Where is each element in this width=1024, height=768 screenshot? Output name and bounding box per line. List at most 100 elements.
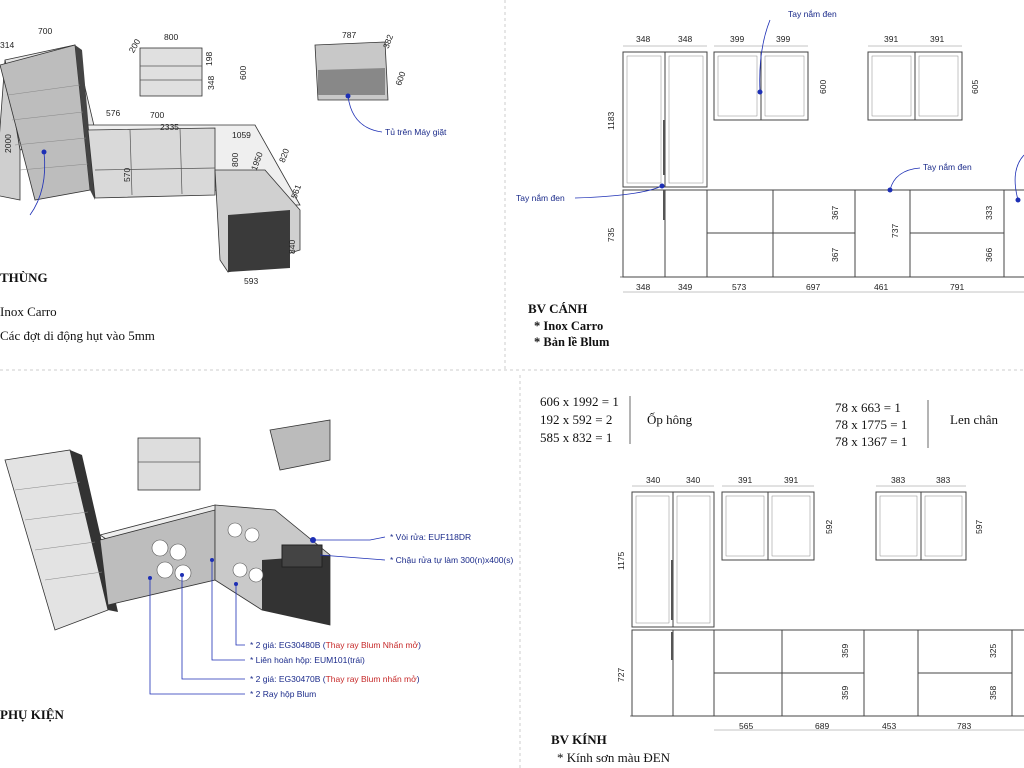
dim-h-367-b: 367 [830,248,840,262]
dim-bottom-5: 461 [874,282,888,292]
blue-leader-2 [347,95,383,133]
dim-h-737: 737 [890,224,900,238]
glass-dim-bottom-1: 565 [739,721,753,731]
corner-cabinet-front [228,210,290,272]
dim-h-366: 366 [984,248,994,262]
acc-washer-cabinet [269,419,331,471]
dim-820: 820 [277,147,291,164]
glass-dim-bottom-4: 783 [957,721,971,731]
plinth-cut-1: 78 x 663 = 1 [835,400,901,415]
glass-dim-top-3: 391 [738,475,752,485]
glass-dim-bottom-2: 689 [815,721,829,731]
glass-tall-left [631,491,674,628]
dim-bottom-3: 573 [732,282,746,292]
upper-door-2 [760,51,809,121]
annotation-handle-2: Tay nắm đen [516,193,565,203]
annotation-blum-rails: * 2 Ray hộp Blum [250,689,316,699]
dim-600: 600 [238,66,248,80]
upper-door-4 [914,51,963,121]
glass-upper-3 [875,491,922,561]
dim-600-washer: 600 [393,70,407,87]
panel-carcass-3d: 700 314 2000 800 200 198 348 600 787 382… [0,26,447,343]
tall-cabinet-edge [75,45,95,200]
dim-593: 593 [244,276,258,286]
dim-561: 561 [289,183,303,200]
dim-bottom-4: 697 [806,282,820,292]
glass-upper-2 [767,491,815,561]
dim-bottom-6: 791 [950,282,964,292]
dim-h-1183: 1183 [606,111,616,130]
panel-accessories-3d: * Vòi rửa: EUF118DR * Chậu rửa tự làm 30… [0,419,514,722]
dim-bottom-2: 349 [678,282,692,292]
upper-door-1 [713,51,762,121]
acc-sink [281,544,323,568]
tall-door-left [622,51,666,188]
annotation-rack-2: * 2 giá: EG30470B (Thay ray Blum nhấn mở… [250,674,420,684]
dim-2000: 2000 [3,134,13,153]
note-blum-hinge: * Bản lề Blum [534,335,610,349]
glass-dim-h-597: 597 [974,520,984,534]
glass-dim-top-5: 383 [891,475,905,485]
blue-leader-1 [29,151,46,216]
dim-700-b: 700 [150,110,164,120]
annotation-sink: * Chậu rửa tự làm 300(n)x400(s) [390,555,514,565]
glass-dim-h-1175: 1175 [616,551,626,570]
panel-cut-2: 192 x 592 = 2 [540,412,612,427]
dim-h-367-a: 367 [830,206,840,220]
dim-576: 576 [106,108,120,118]
note-inox-carro: Inox Carro [0,304,57,319]
blue-marker-2 [345,93,351,99]
tall-door-right [664,51,708,188]
label-plinth: Len chân [950,412,999,427]
glass-dim-h-592: 592 [824,520,834,534]
dim-h-333: 333 [984,206,994,220]
annotation-handle-3: Tay nắm đen [923,162,972,172]
dim-840: 840 [287,240,297,254]
dim-top-1: 348 [636,34,650,44]
glass-upper-4 [920,491,967,561]
dim-700: 700 [38,26,52,36]
dim-800: 800 [164,32,178,42]
glass-dim-h-359-a: 359 [840,644,850,658]
dim-198: 198 [204,52,214,66]
glass-dim-h-358: 358 [988,686,998,700]
annotation-rack-1: * 2 giá: EG30480B (Thay ray Blum Nhấn mở… [250,640,421,650]
acc-upper-cabinet [137,437,201,491]
panel-title-glass: BV KÍNH [551,732,607,747]
lower-cabinet-run [87,127,216,199]
dim-2335: 2335 [160,122,179,132]
glass-dim-h-325: 325 [988,644,998,658]
annotation-faucet: * Vòi rửa: EUF118DR [390,532,471,542]
glass-dim-bottom-3: 453 [882,721,896,731]
label-side-panel: Ốp hông [647,412,693,427]
dim-382: 382 [381,33,395,50]
dim-top-5: 391 [884,34,898,44]
dim-800-b: 800 [230,153,240,167]
panel-title-doors: BV CÁNH [528,301,587,316]
dim-h-600: 600 [818,80,828,94]
panel-title-carcass: THÙNG [0,270,48,285]
note-doors-inox: * Inox Carro [534,319,603,333]
acc-sink-cabinet-front [262,555,330,625]
glass-tall-right [672,491,715,628]
plinth-cut-3: 78 x 1367 = 1 [835,434,907,449]
panel-cut-1: 606 x 1992 = 1 [540,394,619,409]
panel-title-accessories: PHỤ KIỆN [0,707,65,722]
dim-top-2: 348 [678,34,692,44]
panel-glass-elevation: 606 x 1992 = 1 192 x 592 = 2 585 x 832 =… [540,394,1024,765]
glass-dim-h-359-b: 359 [840,686,850,700]
note-black-glass: * Kính sơn màu ĐEN [557,750,671,765]
annotation-washer-cabinet: Tủ trên Máy giặt [385,127,447,137]
annotation-drawer-system: * Liên hoàn hộp: EUM101(trái) [250,655,365,665]
upper-cabinet [139,47,203,97]
glass-dim-top-6: 383 [936,475,950,485]
glass-dim-h-727: 727 [616,668,626,682]
dim-314: 314 [0,40,14,50]
blue-marker-1 [41,149,47,155]
washer-cabinet-inner [318,68,385,95]
glass-dim-top-1: 340 [646,475,660,485]
dim-1059: 1059 [232,130,251,140]
glass-upper-1 [721,491,769,561]
plinth-cut-2: 78 x 1775 = 1 [835,417,907,432]
